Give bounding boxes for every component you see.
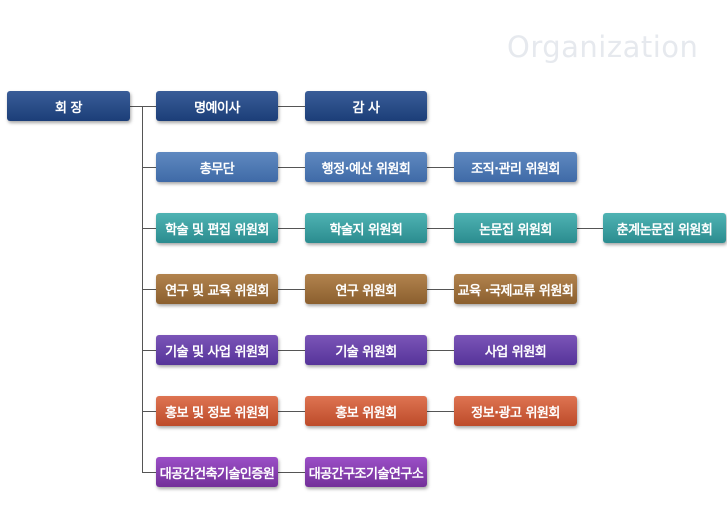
org-box-technology[interactable]: 기술 위원회: [305, 335, 427, 365]
connector-h: [278, 472, 305, 473]
connector-h: [278, 167, 305, 168]
org-box-research[interactable]: 연구 위원회: [305, 274, 427, 304]
connector-branch: [142, 289, 156, 290]
connector-h: [427, 350, 454, 351]
connector-h: [278, 106, 305, 107]
connector-h: [278, 411, 305, 412]
org-box-admin-budget[interactable]: 행정·예산 위원회: [305, 152, 427, 182]
connector-president: [130, 106, 156, 107]
org-box-honorary[interactable]: 명예이사: [156, 91, 278, 121]
org-box-spring-proceedings[interactable]: 춘계논문집 위원회: [603, 213, 726, 243]
org-box-academic-editing[interactable]: 학술 및 편집 위원회: [156, 213, 278, 243]
connector-h: [278, 228, 305, 229]
connector-h: [427, 289, 454, 290]
connector-branch: [142, 472, 156, 473]
org-box-journal[interactable]: 학술지 위원회: [305, 213, 427, 243]
connector-branch: [142, 411, 156, 412]
connector-branch: [142, 228, 156, 229]
org-box-research-education[interactable]: 연구 및 교육 위원회: [156, 274, 278, 304]
connector-branch: [142, 350, 156, 351]
org-box-org-management[interactable]: 조직·관리 위원회: [454, 152, 577, 182]
watermark-title: Organization: [507, 30, 699, 64]
org-box-general-affairs[interactable]: 총무단: [156, 152, 278, 182]
connector-h: [278, 289, 305, 290]
org-box-certification-institute[interactable]: 대공간건축기술인증원: [156, 457, 278, 487]
org-box-auditor[interactable]: 감 사: [305, 91, 427, 121]
president-box[interactable]: 회 장: [7, 91, 130, 121]
org-box-education-international[interactable]: 교육 ·국제교류 위원회: [454, 274, 577, 304]
org-box-structure-research-institute[interactable]: 대공간구조기술연구소: [305, 457, 427, 487]
connector-h: [427, 411, 454, 412]
org-box-business[interactable]: 사업 위원회: [454, 335, 577, 365]
connector-branch: [142, 167, 156, 168]
org-box-pr[interactable]: 홍보 위원회: [305, 396, 427, 426]
connector-h: [278, 350, 305, 351]
connector-h: [577, 228, 603, 229]
org-box-info-advertising[interactable]: 정보·광고 위원회: [454, 396, 577, 426]
connector-h: [427, 228, 454, 229]
connector-h: [427, 167, 454, 168]
org-box-technology-business[interactable]: 기술 및 사업 위원회: [156, 335, 278, 365]
org-box-pr-information[interactable]: 홍보 및 정보 위원회: [156, 396, 278, 426]
org-box-proceedings[interactable]: 논문집 위원회: [454, 213, 577, 243]
